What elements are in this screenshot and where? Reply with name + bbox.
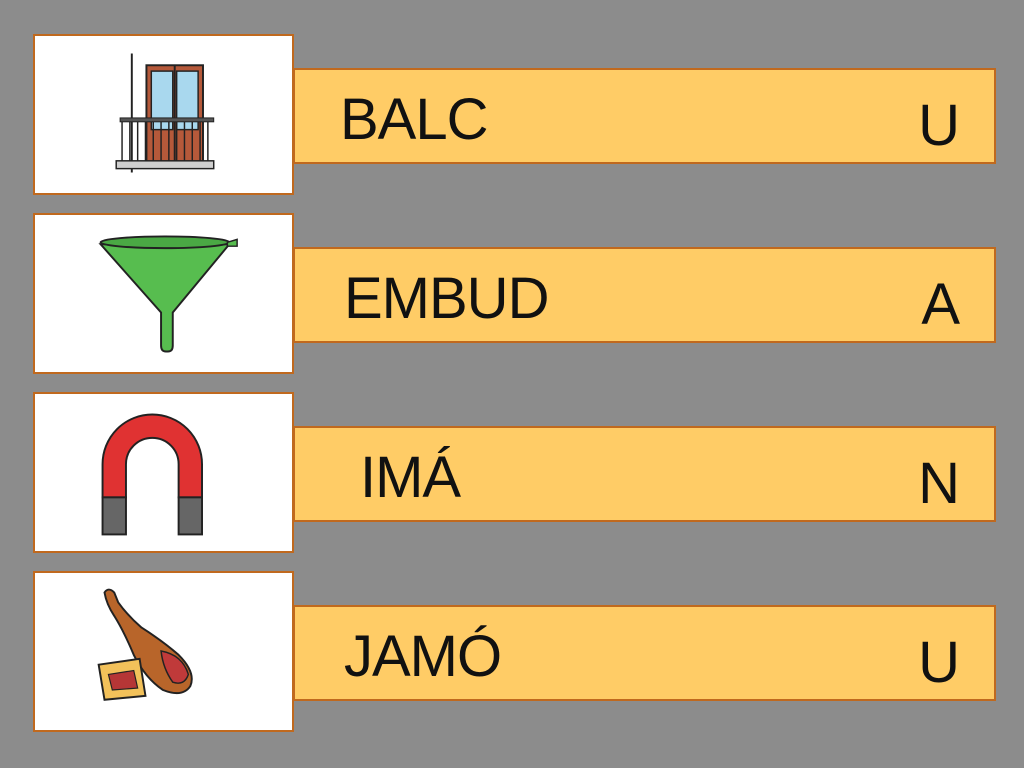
word-row-balcony: BALC U — [0, 34, 1024, 199]
word-fragment: BALC — [340, 87, 489, 152]
word-bar: JAMÓ U — [293, 605, 996, 701]
picture-card[interactable] — [33, 392, 294, 553]
word-bar: IMÁ N — [293, 426, 996, 522]
word-row-magnet: IMÁ N — [0, 392, 1024, 557]
magnet-icon — [101, 413, 203, 536]
word-row-funnel: EMBUD A — [0, 213, 1024, 378]
word-fragment: EMBUD — [344, 266, 549, 331]
word-row-ham: JAMÓ U — [0, 571, 1024, 736]
picture-card[interactable] — [33, 571, 294, 732]
word-fragment: JAMÓ — [344, 624, 502, 689]
picture-card[interactable] — [33, 34, 294, 195]
missing-letter[interactable]: U — [918, 93, 960, 158]
funnel-icon — [98, 235, 238, 353]
missing-letter[interactable]: U — [918, 630, 960, 695]
word-fragment: IMÁ — [360, 445, 461, 510]
missing-letter[interactable]: A — [921, 272, 960, 337]
ham-icon — [97, 588, 193, 701]
word-bar: EMBUD A — [293, 247, 996, 343]
picture-card[interactable] — [33, 213, 294, 374]
balcony-icon — [115, 53, 215, 173]
word-bar: BALC U — [293, 68, 996, 164]
missing-letter[interactable]: N — [918, 451, 960, 516]
